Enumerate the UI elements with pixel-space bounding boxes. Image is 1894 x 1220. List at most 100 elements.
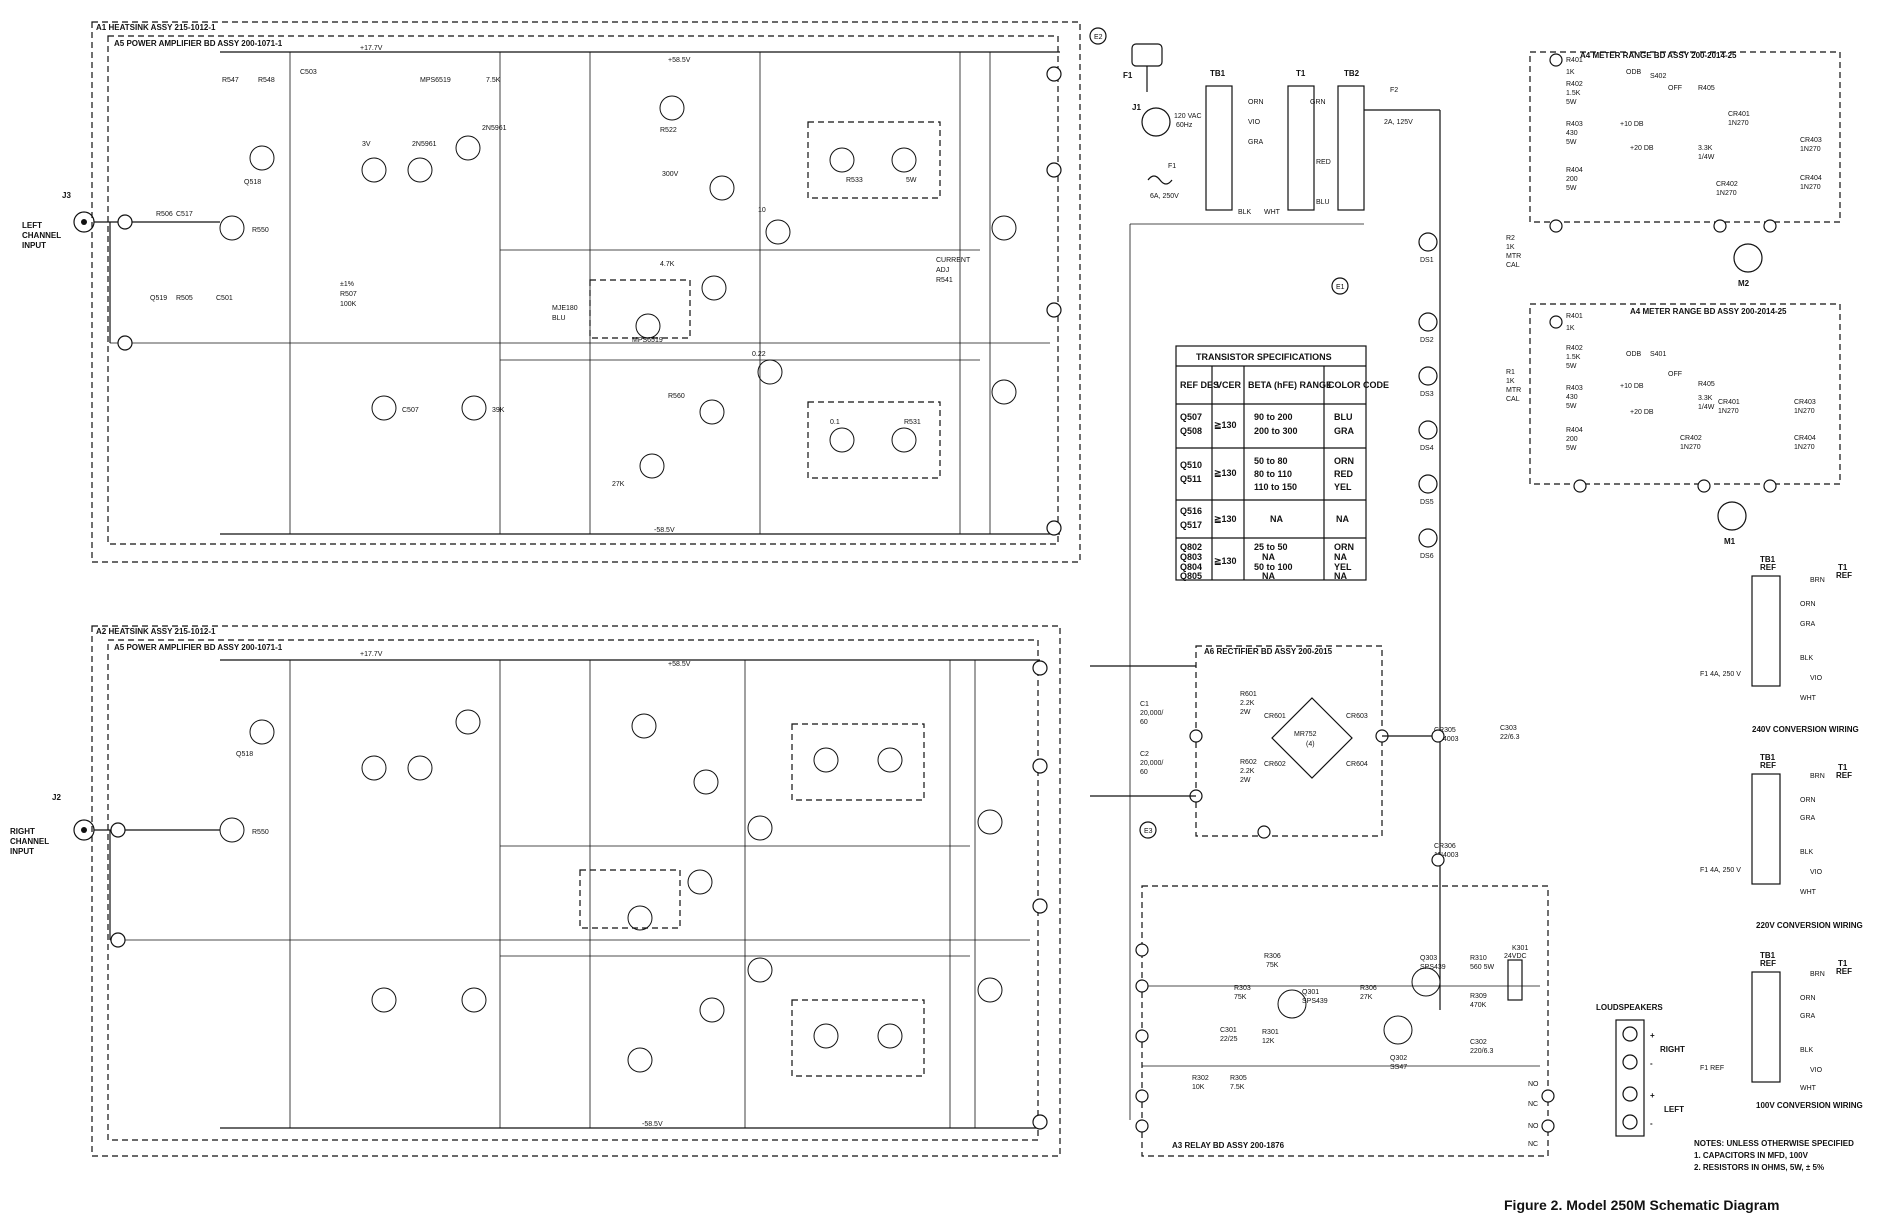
svg-text:2.2K: 2.2K	[1240, 768, 1255, 775]
svg-text:R550: R550	[252, 829, 269, 836]
conversion-220v: TB1 REF T1 REF F1 4A, 250 V BRN ORN GRA …	[1700, 753, 1863, 930]
svg-text:SS47: SS47	[1390, 1064, 1407, 1071]
right-input-label-1: RIGHT	[10, 827, 35, 836]
r548-label: R548	[258, 77, 275, 84]
svg-text:R404: R404	[1566, 427, 1583, 434]
svg-text:YEL: YEL	[1334, 562, 1352, 572]
transistor-q502b	[407, 755, 433, 781]
svg-text:5W: 5W	[906, 177, 917, 184]
meter-m2	[1733, 243, 1763, 273]
terminal-19	[1046, 302, 1062, 318]
svg-text:OFF: OFF	[1668, 85, 1682, 92]
table-header-ref: REF DES	[1180, 380, 1219, 390]
svg-text:Q511: Q511	[1180, 474, 1202, 484]
mains-plug	[1131, 43, 1163, 67]
table-header-vcer: VCER	[1216, 380, 1242, 390]
svg-text:BLU: BLU	[1316, 199, 1330, 206]
meter-board-bottom: A4 METER RANGE BD ASSY 200-2014-25 R401 …	[1506, 303, 1841, 546]
svg-text:CR602: CR602	[1264, 761, 1286, 768]
svg-text:3.3K: 3.3K	[1698, 145, 1713, 152]
a4-frame-bottom	[1529, 303, 1841, 485]
svg-text:DS1: DS1	[1420, 257, 1434, 264]
transistor-q508b	[699, 997, 725, 1023]
svg-text:1N270: 1N270	[1794, 444, 1815, 451]
svg-text:REF: REF	[1760, 563, 1776, 572]
svg-text:VIO: VIO	[1248, 119, 1261, 126]
svg-text:R401: R401	[1566, 313, 1583, 320]
transistor-q504b	[461, 987, 487, 1013]
svg-text:10K: 10K	[1192, 1084, 1205, 1091]
svg-text:R405: R405	[1698, 381, 1715, 388]
svg-text:BLK: BLK	[1800, 655, 1814, 662]
svg-text:R306: R306	[1360, 985, 1377, 992]
svg-text:Q804: Q804	[1180, 562, 1202, 572]
svg-text:1N270: 1N270	[1716, 190, 1737, 197]
svg-text:0.22: 0.22	[752, 351, 766, 358]
svg-text:5W: 5W	[1566, 99, 1577, 106]
svg-text:+20 DB: +20 DB	[1630, 145, 1654, 152]
svg-text:22/25: 22/25	[1220, 1036, 1238, 1043]
transistor-q801b	[627, 905, 653, 931]
svg-text:CR402: CR402	[1680, 435, 1702, 442]
terminal-20	[1046, 162, 1062, 178]
svg-text:5W: 5W	[1566, 363, 1577, 370]
svg-text:20,000/: 20,000/	[1140, 710, 1163, 717]
rail-17v-label: +17.7V	[360, 45, 383, 52]
terminal-21b	[1032, 1114, 1048, 1130]
svg-text:4.7K: 4.7K	[660, 261, 675, 268]
svg-text:Q508: Q508	[1180, 426, 1202, 436]
svg-text:GRA: GRA	[1800, 621, 1816, 628]
transistor-q520: C507	[371, 395, 419, 421]
svg-text:WHT: WHT	[1800, 889, 1817, 896]
svg-text:A4 METER RANGE BD ASSY 200-201: A4 METER RANGE BD ASSY 200-2014-25	[1580, 51, 1737, 60]
svg-text:C1: C1	[1140, 701, 1149, 708]
svg-text:CR401: CR401	[1728, 111, 1750, 118]
svg-text:MTR: MTR	[1506, 387, 1521, 394]
current-label: ADJ	[936, 267, 949, 274]
tb1-100v	[1751, 971, 1781, 1083]
lamp-ds4	[1418, 420, 1438, 440]
transistor-q511b	[747, 957, 773, 983]
svg-text:220V CONVERSION WIRING: 220V CONVERSION WIRING	[1756, 921, 1863, 930]
a6-frame	[1195, 645, 1383, 837]
left-input-label-3: INPUT	[22, 241, 46, 250]
terminal-19b	[1032, 898, 1048, 914]
svg-text:300V: 300V	[662, 171, 679, 178]
svg-text:R302: R302	[1192, 1075, 1209, 1082]
a6-label: A6 RECTIFIER BD ASSY 200-2015	[1204, 647, 1333, 656]
svg-text:110 to 150: 110 to 150	[1254, 482, 1297, 492]
svg-text:REF: REF	[1836, 571, 1852, 580]
relay-terminal-7	[1135, 1119, 1149, 1133]
terminal-18b	[1032, 660, 1048, 676]
svg-text:MTR: MTR	[1506, 253, 1521, 260]
svg-text:5W: 5W	[1566, 445, 1577, 452]
node-1b	[110, 822, 126, 838]
svg-text:+10 DB: +10 DB	[1620, 383, 1644, 390]
svg-text:BRN: BRN	[1810, 577, 1825, 584]
svg-text:27K: 27K	[612, 481, 625, 488]
svg-text:7.5K: 7.5K	[1230, 1084, 1245, 1091]
zero-offset-label-3: 100K	[340, 301, 357, 308]
svg-text:E1: E1	[1336, 284, 1345, 291]
svg-text:25 to 50: 25 to 50	[1254, 542, 1288, 552]
transformer-t1	[1287, 85, 1315, 211]
r547-label: R547	[222, 77, 239, 84]
svg-text:Q516: Q516	[1180, 506, 1202, 516]
a1-heatsink-frame	[91, 21, 1081, 563]
table-header-beta: BETA (hFE) RANGE	[1248, 380, 1332, 390]
transistor-q504: 39K	[461, 395, 505, 421]
svg-text:50 to 100: 50 to 100	[1254, 562, 1293, 572]
svg-text:NOTES: UNLESS OTHERWISE SPECI: NOTES: UNLESS OTHERWISE SPECIFIED	[1694, 1139, 1854, 1148]
a4-frame-top	[1529, 51, 1841, 223]
svg-text:3.3K: 3.3K	[1698, 395, 1713, 402]
svg-text:5W: 5W	[1566, 185, 1577, 192]
loudspeakers-title: LOUDSPEAKERS	[1596, 1003, 1663, 1012]
relay-terminal-2	[1135, 1029, 1149, 1043]
svg-text:R602: R602	[1240, 759, 1257, 766]
a5-board-label: A5 POWER AMPLIFIER BD ASSY 200-1071-1	[114, 39, 283, 48]
output-group-upper	[807, 121, 941, 199]
right-input-label-2: CHANNEL	[10, 837, 49, 846]
table-title: TRANSISTOR SPECIFICATIONS	[1196, 352, 1332, 362]
c501-label: R505	[176, 295, 193, 302]
svg-text:NA: NA	[1270, 514, 1283, 524]
